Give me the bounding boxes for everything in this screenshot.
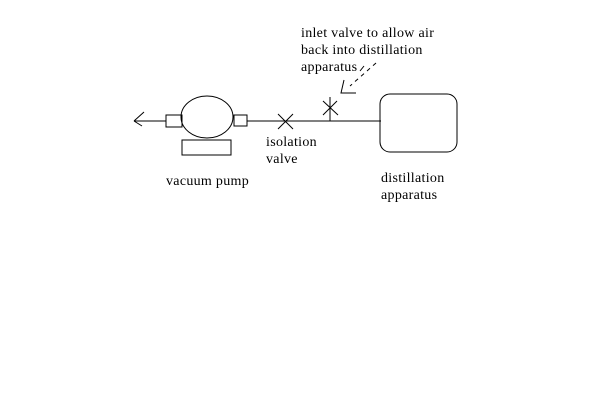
vacuum-pump-label: vacuum pump <box>166 173 249 190</box>
pump-left-port <box>165 114 183 128</box>
pump-right-port <box>233 114 248 127</box>
distillation-apparatus-box <box>379 93 458 153</box>
vacuum-pump-symbol <box>165 95 248 156</box>
distillation-apparatus-label-line-1: distillation <box>381 171 445 186</box>
inlet-valve-note-label: inlet valve to allow air back into disti… <box>301 25 434 76</box>
pump-base-block <box>181 139 232 156</box>
inlet-valve-note-line-1: inlet valve to allow air <box>301 26 435 41</box>
inlet-valve-note-line-2: back into distillation <box>301 43 423 58</box>
isolation-valve-label: isolation valve <box>266 134 317 168</box>
exhaust-left-arrow-icon <box>133 111 166 127</box>
pump-body-ellipse <box>180 95 234 139</box>
inlet-valve-note-line-3: apparatus <box>301 60 358 75</box>
isolation-valve-x-icon <box>277 113 294 130</box>
distillation-apparatus-label-line-2: apparatus <box>381 188 438 203</box>
isolation-valve-label-line-2: valve <box>266 152 298 167</box>
inlet-valve-star-icon <box>322 97 339 121</box>
annotation-dashed-arrow-icon <box>340 62 377 94</box>
distillation-apparatus-label: distillation apparatus <box>381 170 445 204</box>
vacuum-pump-label-line-1: vacuum pump <box>166 174 250 189</box>
isolation-valve-label-line-1: isolation <box>266 135 317 150</box>
